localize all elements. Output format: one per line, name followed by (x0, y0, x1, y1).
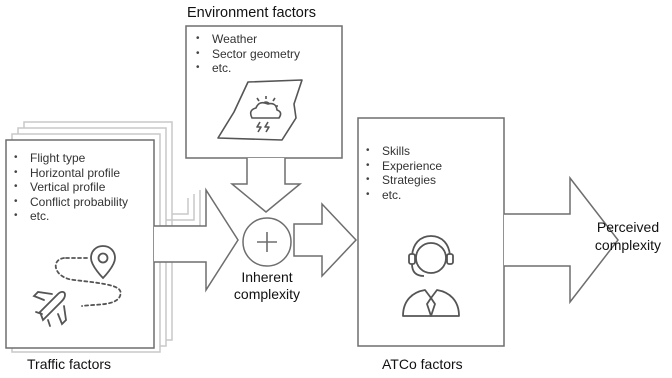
list-item: Vertical profile (14, 180, 128, 195)
atco-list: Skills Experience Strategies etc. (366, 144, 442, 202)
traffic-arrow (154, 187, 239, 293)
airplane-route-icon (32, 245, 122, 327)
traffic-title: Traffic factors (27, 356, 112, 372)
list-item: etc. (14, 209, 128, 224)
traffic-list: Flight type Horizontal profile Vertical … (14, 151, 128, 224)
inherent-arrow (293, 202, 358, 278)
map-weather-icon (217, 79, 303, 141)
list-item: Flight type (14, 151, 128, 166)
inherent-label-line2: complexity (233, 286, 301, 302)
inherent-label-line1: Inherent (241, 269, 293, 285)
perceived-label-line2: complexity (594, 237, 662, 253)
environment-arrow (229, 158, 303, 213)
list-item: etc. (366, 188, 442, 203)
perceived-label: Perceived complexity (586, 218, 670, 254)
perceived-label-line1: Perceived (596, 219, 660, 235)
list-item: Sector geometry (196, 47, 300, 62)
controller-headset-icon (402, 235, 460, 317)
list-item: Skills (366, 144, 442, 159)
list-item: etc. (196, 61, 300, 76)
list-item: Weather (196, 32, 300, 47)
environment-list: Weather Sector geometry etc. (196, 32, 300, 76)
list-item: Horizontal profile (14, 166, 128, 181)
list-item: Strategies (366, 173, 442, 188)
atco-title: ATCo factors (382, 356, 463, 372)
inherent-label: Inherent complexity (225, 269, 309, 303)
perceived-arrow (504, 175, 619, 305)
list-item: Conflict probability (14, 195, 128, 210)
environment-title: Environment factors (187, 5, 316, 21)
list-item: Experience (366, 159, 442, 174)
